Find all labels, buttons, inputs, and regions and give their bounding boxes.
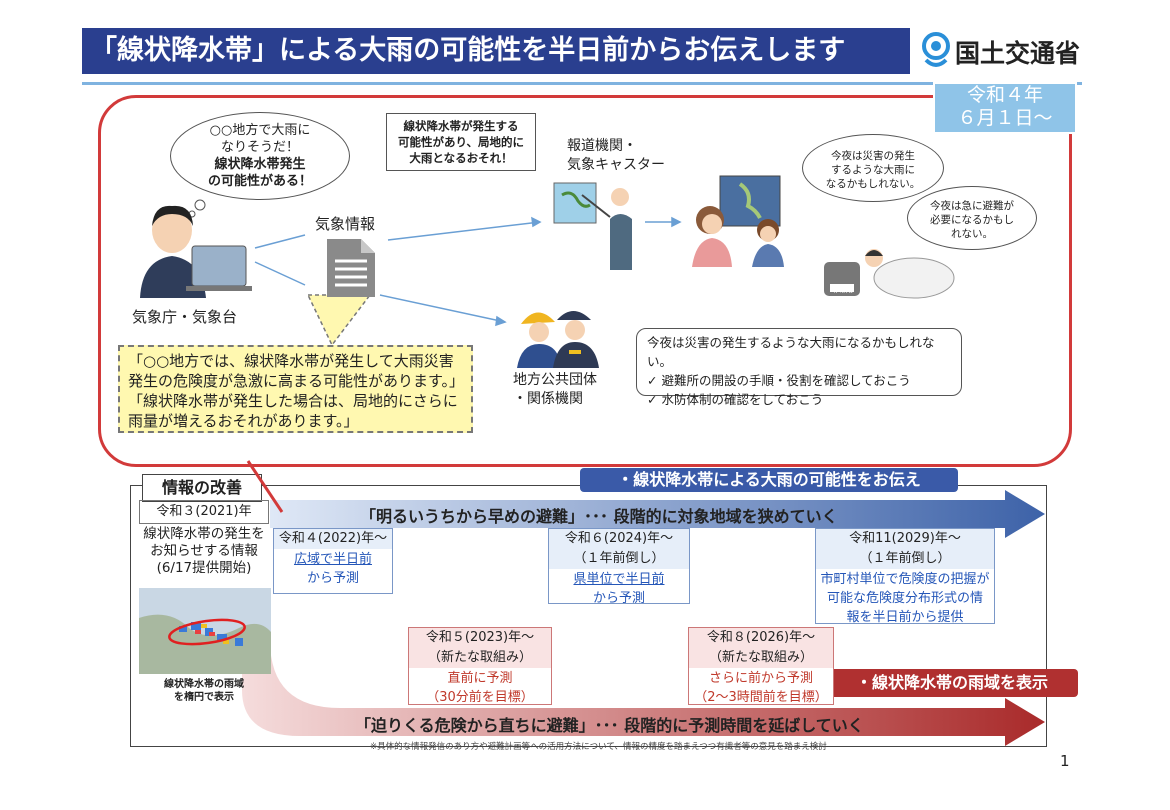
media-bubble-line: 線状降水帯が発生する [403, 119, 519, 133]
local-gov-label: 地方公共団体 ・関係機関 [513, 371, 597, 409]
r11-head-line: （１年前倒し） [816, 549, 994, 569]
r5-head-line: 令和５(2023)年〜 [409, 628, 551, 648]
local-bubble-line: ✓ 水防体制の確認をしておこう [647, 392, 824, 407]
map-caption: 線状降水帯の雨域 を楕円で表示 [139, 678, 269, 704]
family-tv-illustration [692, 175, 784, 267]
weather-info-label: 気象情報 [315, 215, 376, 233]
r6-box: 令和６(2024)年〜 （１年前倒し） 県単位で半日前 から予測 [548, 528, 690, 606]
media-bubble-line: 大雨となるおそれ！ [409, 151, 513, 165]
top-arrow-caption: 「明るいうちから早めの避難」･･･ 段階的に対象地域を狭めていく [360, 507, 838, 526]
announcement-note: 「○○地方では、線状降水帯が発生して大雨災害 発生の危険度が急激に高まる可能性が… [118, 345, 473, 433]
media-speech-bubble: 線状降水帯が発生する 可能性があり、局地的に 大雨となるおそれ！ [386, 113, 536, 171]
r11-body-line: 報を半日前から提供 [846, 610, 964, 625]
jma-label: 気象庁・気象台 [132, 308, 238, 326]
note-line: 発生の危険度が急激に高まる可能性があります。」 [128, 372, 465, 390]
start-date-badge: 令和４年 ６月１日〜 [933, 82, 1077, 134]
header-divider [82, 82, 1082, 85]
ministry-name: 国土交通省 [955, 39, 1081, 68]
r8-head-line: （新たな取組み） [689, 648, 833, 668]
family-thought-bubble-2: 今夜は急に避難が 必要になるかもし れない。 [907, 186, 1037, 250]
local-gov-speech-bubble: 今夜は災害の発生するような大雨になるかもしれない。 ✓ 避難所の開設の手順・役割… [636, 328, 962, 407]
map-caption-line: 線状降水帯の雨域 [164, 679, 244, 690]
r5-head-line: （新たな取組み） [409, 648, 551, 668]
family-bubble2-line: 必要になるかもし [930, 214, 1014, 226]
r3-head: 令和３(2021)年 [139, 500, 269, 524]
ministry-logo-icon [922, 32, 950, 67]
forecaster-illustration [140, 205, 252, 298]
note-line: 雨量が増えるおそれがあります。」 [128, 412, 359, 430]
improvement-title: 情報の改善 [142, 474, 262, 502]
r3-body-line: お知らせする情報 [150, 543, 258, 559]
bag-label: 非常用 [832, 286, 853, 294]
r6-body-line: 県単位で半日前 [573, 572, 665, 587]
r8-head-line: 令和８(2026)年〜 [689, 628, 833, 648]
r4-head: 令和４(2022)年〜 [274, 529, 392, 549]
jma-bubble-line: の可能性がある！ [207, 174, 312, 189]
r3-body: 線状降水帯の発生を お知らせする情報 (6/17提供開始) [139, 526, 269, 577]
bottom-arrow-caption: 「迫りくる危険から直ちに避難」･･･ 段階的に予測時間を延ばしていく [355, 716, 864, 735]
r11-body-line: 可能な危険度分布形式の情 [826, 591, 983, 606]
media-bubble-line: 可能性があり、局地的に [397, 135, 525, 149]
family-bubble1-line: するような大雨に [831, 164, 915, 176]
jma-bubble-line: ○○地方で大雨に [209, 123, 311, 138]
jma-bubble-line: なりそうだ！ [220, 140, 299, 155]
family-bubble2-line: 今夜は急に避難が [930, 200, 1014, 212]
date-badge-line1: 令和４年 [966, 84, 1043, 106]
r4-body-line: 広域で半日前 [293, 552, 372, 567]
family-bubble2-line: れない。 [951, 228, 993, 240]
r3-body-line: (6/17提供開始) [156, 560, 252, 576]
page-title: 「線状降水帯」による大雨の可能性を半日前からお伝えします [82, 28, 910, 74]
r11-box: 令和11(2029)年〜 （１年前倒し） 市町村単位で危険度の把握が 可能な危険… [815, 528, 995, 625]
family-bubble1-line: なるかもしれない。 [825, 178, 921, 190]
note-line: 「○○地方では、線状降水帯が発生して大雨災害 [128, 352, 454, 370]
date-badge-line2: ６月１日〜 [957, 107, 1053, 129]
media-label: 報道機関・ 気象キャスター [567, 137, 665, 175]
note-line: 「線状降水帯が発生した場合は、局地的にさらに [128, 392, 458, 410]
page-number: 1 [1060, 752, 1070, 770]
flow-arrows [188, 199, 682, 347]
r8-body-line: さらに前から予測 [708, 671, 813, 686]
r5-body-line: （30分前を目標） [426, 690, 534, 705]
blue-feature-tag: ・線状降水帯による大雨の可能性をお伝え [580, 468, 958, 492]
r5-box: 令和５(2023)年〜 （新たな取組み） 直前に予測 （30分前を目標） [408, 627, 552, 705]
rain-area-map [139, 588, 271, 674]
r5-body-line: 直前に予測 [447, 671, 513, 686]
local-gov-label-line: ・関係機関 [513, 391, 583, 407]
weather-caster-illustration [553, 182, 632, 270]
r4-body-line: から予測 [306, 571, 359, 586]
family-bubble1-line: 今夜は災害の発生 [831, 150, 915, 162]
r6-head-line: （１年前倒し） [549, 549, 689, 569]
local-gov-label-line: 地方公共団体 [513, 372, 597, 388]
local-bubble-line: ✓ 避難所の開設の手順・役割を確認しておこう [647, 373, 911, 388]
r6-body-line: から予測 [592, 591, 645, 606]
jma-thought-bubble: ○○地方で大雨に なりそうだ！ 線状降水帯発生 の可能性がある！ [170, 112, 350, 200]
r3-body-line: 線状降水帯の発生を [143, 526, 265, 542]
r8-box: 令和８(2026)年〜 （新たな取組み） さらに前から予測 （2〜3時間前を目標… [688, 627, 834, 705]
jma-bubble-line: 線状降水帯発生 [214, 157, 306, 172]
bedding-bag-illustration [824, 249, 955, 299]
document-icon [327, 239, 375, 297]
r4-box: 令和４(2022)年〜 広域で半日前 から予測 [273, 528, 393, 594]
r11-head-line: 令和11(2029)年〜 [816, 529, 994, 549]
media-label-line: 気象キャスター [567, 157, 665, 173]
map-caption-line: を楕円で表示 [174, 692, 234, 703]
red-feature-tag: ・線状降水帯の雨域を表示 [826, 669, 1078, 697]
media-label-line: 報道機関・ [567, 138, 637, 154]
local-bubble-line: 今夜は災害の発生するような大雨になるかもしれない。 [647, 335, 935, 369]
r6-head-line: 令和６(2024)年〜 [549, 529, 689, 549]
r8-body-line: （2〜3時間前を目標） [694, 690, 828, 705]
local-officials-illustration [517, 311, 599, 368]
family-thought-bubble-1: 今夜は災害の発生 するような大雨に なるかもしれない。 [802, 134, 944, 202]
footnote: ※具体的な情報発信のあり方や避難計画等への活用方法について、情報の精度を踏まえつ… [370, 742, 827, 752]
r11-body-line: 市町村単位で危険度の把握が [820, 572, 990, 587]
flow-frame [98, 95, 1072, 467]
